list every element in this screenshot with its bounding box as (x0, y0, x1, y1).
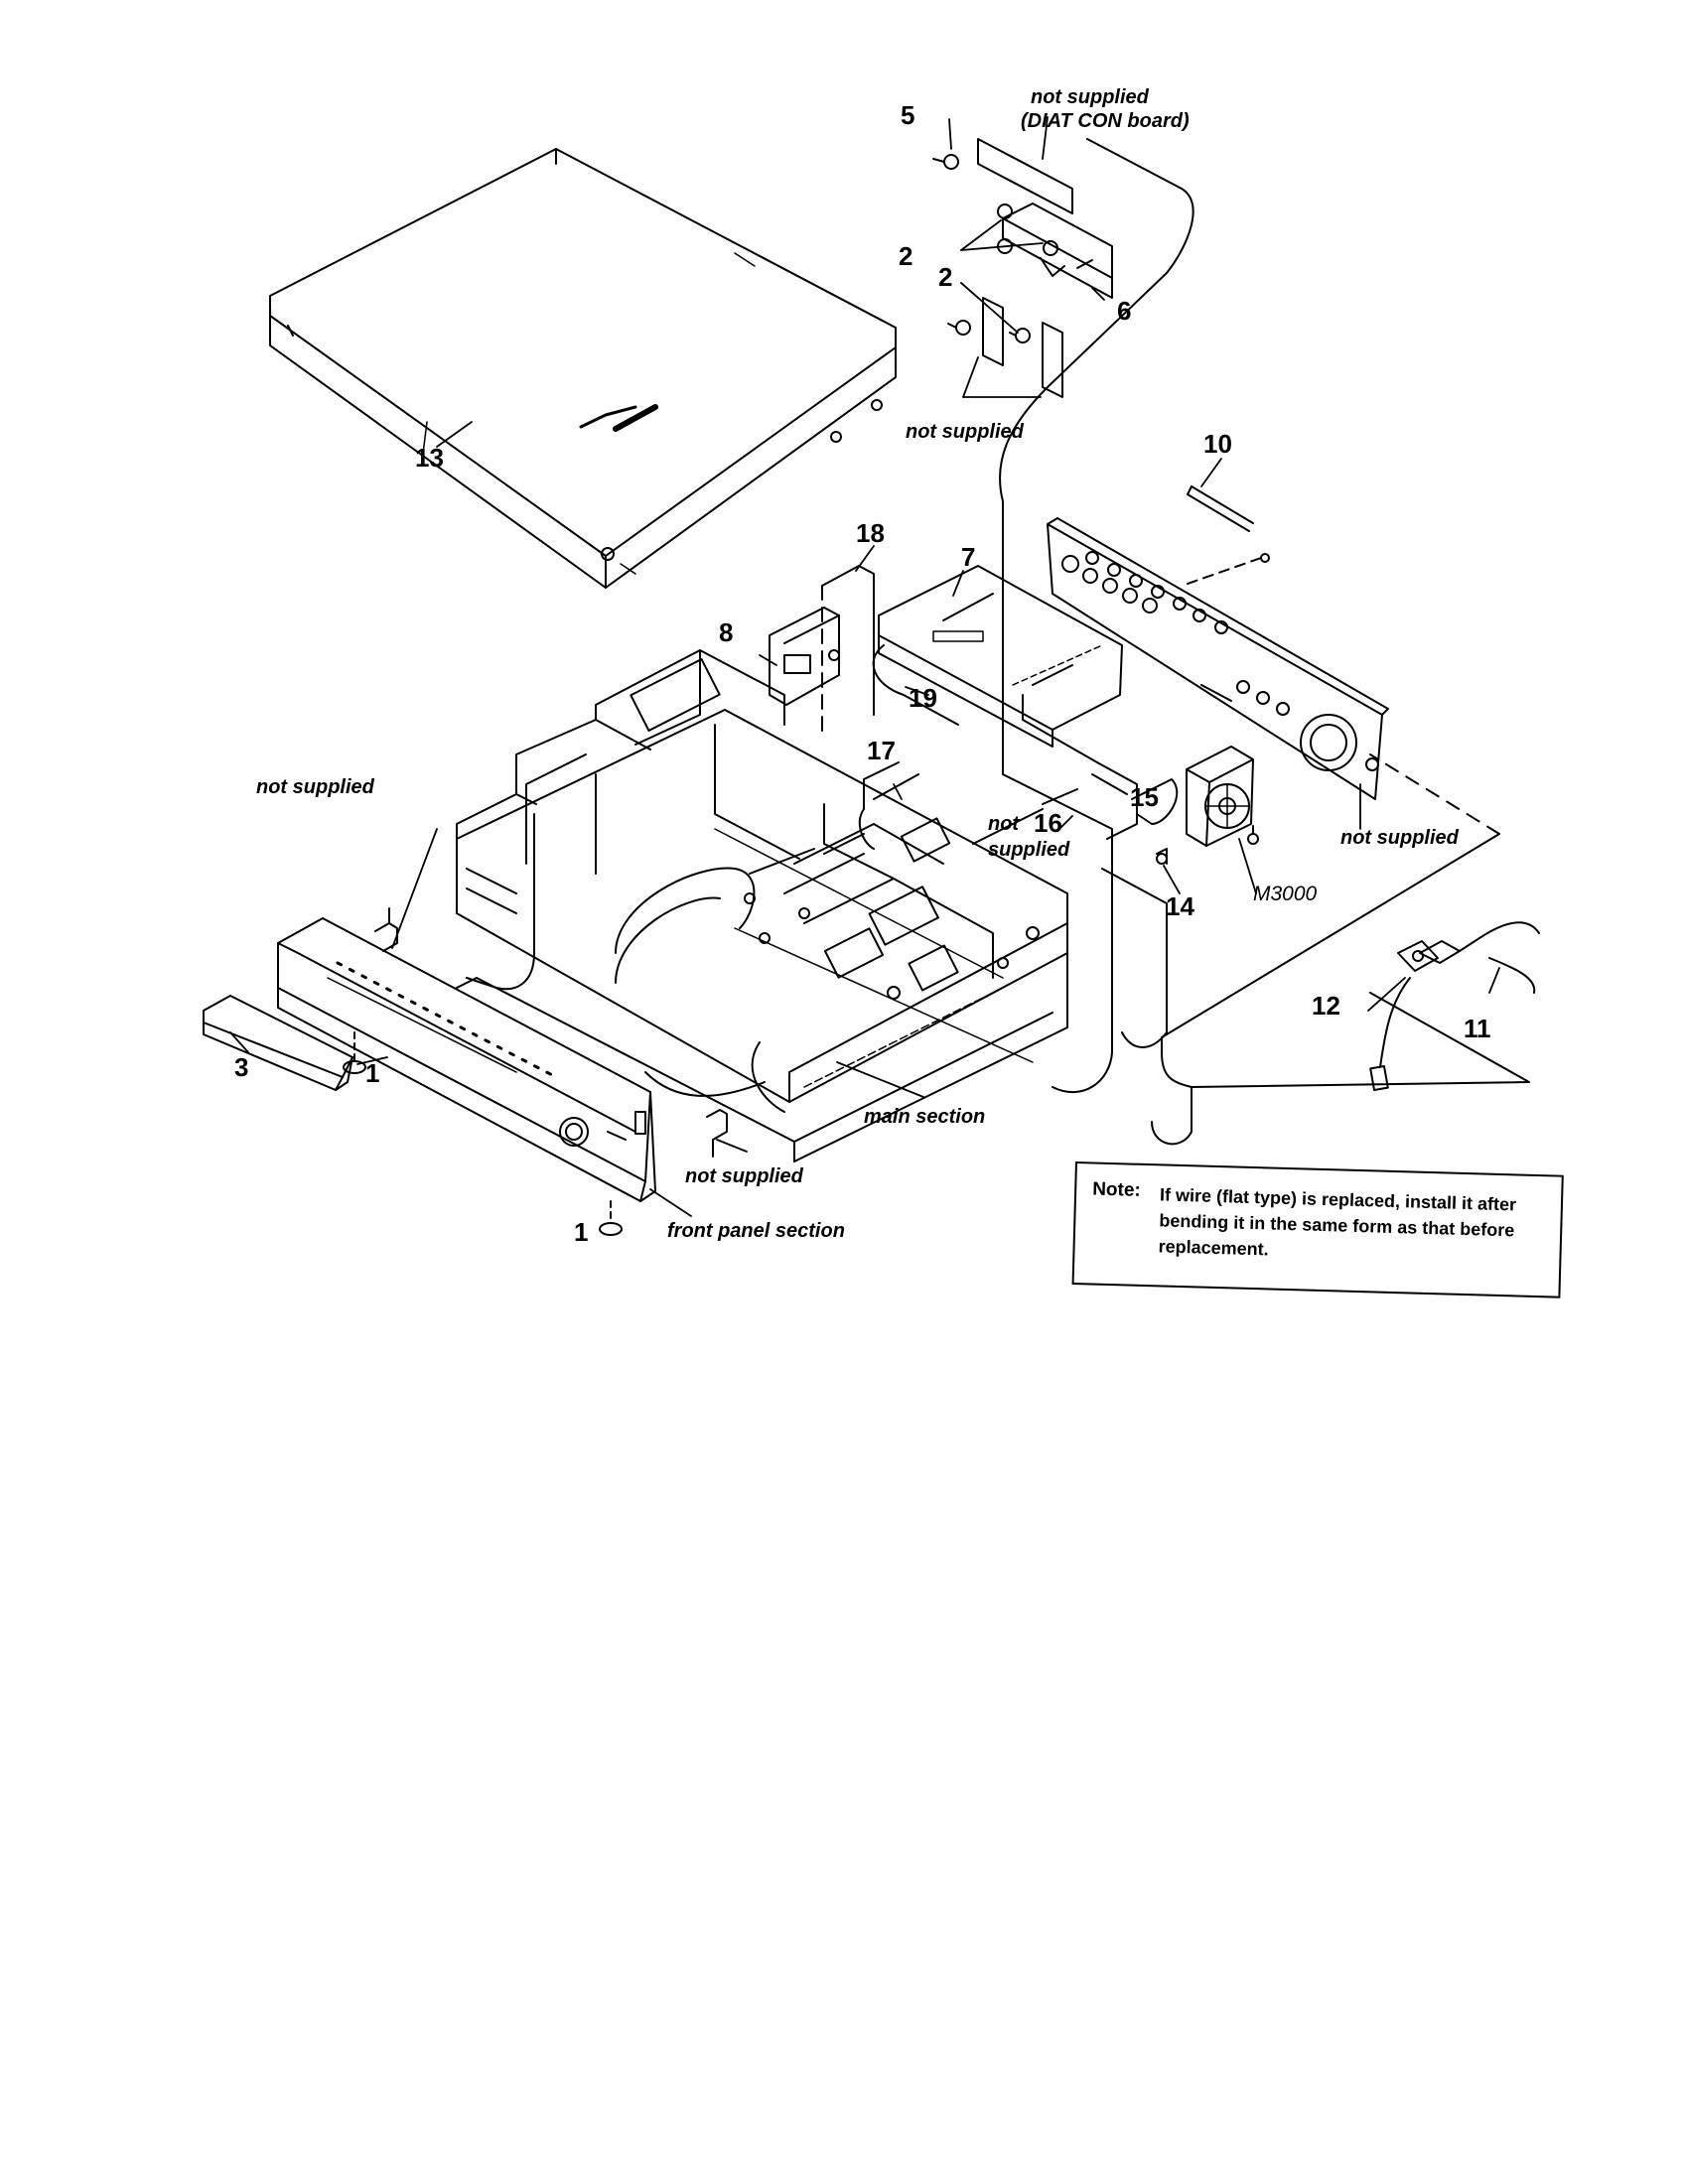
caption-not-supplied-left: not supplied (256, 776, 374, 798)
replacement-note-box: Note: If wire (flat type) is replaced, i… (1071, 1161, 1564, 1298)
callout-m3000: M3000 (1253, 883, 1318, 905)
leader-lines (229, 116, 1500, 1217)
caption-not-supplied-brackets: not supplied (906, 421, 1024, 443)
main-board-part-7 (878, 565, 1123, 748)
rear-rod-part (1187, 485, 1270, 585)
switch-part-8 (769, 607, 840, 706)
rear-panel-part (1047, 517, 1389, 800)
callout-12: 12 (1312, 991, 1340, 1021)
callout-2-lower: 2 (938, 262, 953, 292)
front-bar-part-3 (203, 995, 353, 1091)
connector-14 (1156, 848, 1168, 865)
caption-not-supplied-mid-2: supplied (988, 839, 1070, 861)
callout-19: 19 (909, 683, 937, 713)
callout-7: 7 (961, 542, 976, 572)
caption-not-supplied-bottom: not supplied (685, 1165, 803, 1187)
callout-1-bottom: 1 (574, 1217, 589, 1247)
flat-cable-18 (821, 565, 875, 736)
caption-not-supplied-mid-1: not (988, 813, 1020, 835)
callout-6: 6 (1117, 296, 1132, 326)
callout-3: 3 (234, 1052, 249, 1082)
callout-13: 13 (415, 443, 444, 473)
callout-18: 18 (856, 518, 885, 548)
callout-15: 15 (1130, 782, 1159, 812)
bottom-loop-wire (1151, 753, 1530, 1146)
long-cable-loop (999, 138, 1194, 1093)
callout-8: 8 (719, 617, 734, 647)
callout-11: 11 (1464, 1014, 1491, 1043)
top-cover-part (269, 148, 897, 589)
callout-17: 17 (867, 736, 896, 765)
caption-diat-not-supplied: not supplied (1031, 86, 1149, 108)
flat-cable-16 (1022, 694, 1138, 840)
callout-16: 16 (1034, 808, 1062, 838)
callout-1-left: 1 (365, 1058, 380, 1088)
foot-part-1-bottom (599, 1200, 623, 1236)
callout-10: 10 (1203, 429, 1232, 459)
clip-not-supplied-bottom (706, 1109, 728, 1158)
note-heading: Note: (1091, 1178, 1142, 1201)
caption-not-supplied-right: not supplied (1340, 827, 1459, 849)
caption-front-panel-section: front panel section (667, 1220, 845, 1242)
callout-2-upper: 2 (899, 241, 913, 271)
callout-5: 5 (901, 100, 915, 130)
note-text: If wire (flat type) is replaced, install… (1158, 1184, 1517, 1260)
internal-wire-harness (466, 788, 1078, 1113)
cord-clamp-12 (1397, 940, 1439, 972)
caption-diat-con-board: (DIAT CON board) (1021, 110, 1190, 132)
foot-part-1-left (343, 1031, 366, 1074)
flat-cable-15 (1131, 778, 1179, 825)
callout-14: 14 (1166, 891, 1194, 921)
diat-con-bracket-group (932, 138, 1113, 398)
flat-cable-17 (858, 773, 919, 850)
front-panel-part (277, 917, 656, 1202)
main-chassis (456, 649, 1068, 1162)
flat-cable-19 (872, 644, 959, 726)
caption-main-section: main section (864, 1106, 986, 1128)
cooling-fan-m3000 (1186, 746, 1259, 847)
